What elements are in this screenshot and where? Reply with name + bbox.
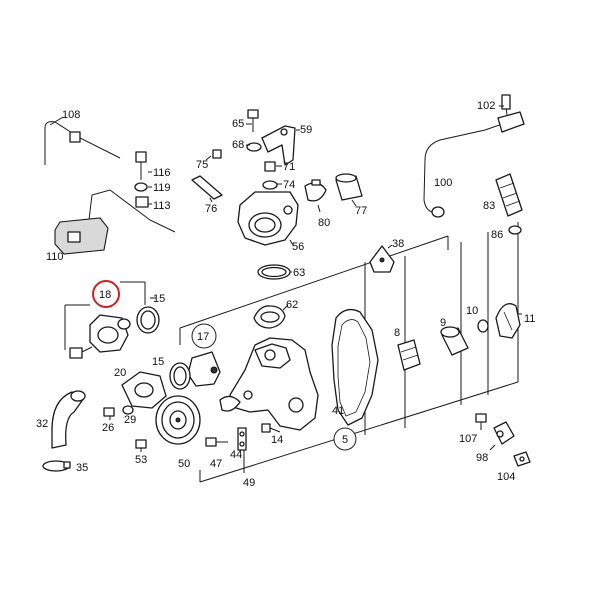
part-108-pipe [44,116,121,165]
label-59[interactable]: 59 [300,124,312,136]
label-49[interactable]: 49 [243,477,255,489]
label-113[interactable]: 113 [153,200,171,212]
part-14-stud [261,423,281,433]
part-56-thermostat-housing [237,191,299,246]
label-35[interactable]: 35 [76,462,88,474]
label-11[interactable]: 11 [524,313,535,325]
part-71-74-fasteners [262,161,282,190]
label-110[interactable]: 110 [46,251,64,263]
callout-17-ring[interactable] [191,323,217,349]
label-83[interactable]: 83 [483,200,495,212]
label-5[interactable]: 5 [342,434,348,446]
part-76-long-bolt [191,175,223,203]
label-17[interactable]: 17 [197,331,209,343]
label-80[interactable]: 80 [318,217,330,229]
part-116-bolt [134,151,152,208]
part-100-102-pipe [423,94,525,218]
label-76[interactable]: 76 [205,203,217,215]
label-56[interactable]: 56 [292,241,304,253]
callout-5-ring[interactable] [333,427,357,451]
label-53[interactable]: 53 [135,454,147,466]
part-44-bracket [237,427,247,451]
part-26-bolt [103,407,115,420]
part-41-gasket [331,308,379,426]
label-107[interactable]: 107 [459,433,477,445]
label-86[interactable]: 86 [491,229,503,241]
part-98-sensor [489,421,515,451]
label-41[interactable]: 41 [332,405,344,417]
part-77-sleeve [335,173,363,207]
label-15-upper[interactable]: 15 [153,293,165,305]
label-14[interactable]: 14 [271,434,283,446]
label-68[interactable]: 68 [232,139,244,151]
label-71[interactable]: 71 [283,161,295,173]
label-65[interactable]: 65 [232,118,244,130]
part-18-thermostat [69,314,131,359]
label-77[interactable]: 77 [355,205,367,217]
label-44[interactable]: 44 [230,449,242,461]
part-83-hose [495,173,523,217]
callout-18-highlight-ring[interactable] [92,280,120,308]
label-9[interactable]: 9 [440,317,446,329]
label-50[interactable]: 50 [178,458,190,470]
label-15-lower[interactable]: 15 [152,356,164,368]
part-11-impeller-cover [495,303,522,339]
part-20-housing [121,371,167,409]
label-38[interactable]: 38 [392,238,404,250]
label-63[interactable]: 63 [293,267,305,279]
water-pump-body [219,337,319,431]
label-10[interactable]: 10 [466,305,478,317]
part-86-o-ring [508,225,522,235]
label-119[interactable]: 119 [153,182,171,194]
part-110-sensor-pipe [54,189,176,255]
part-18-bracket-lines [64,281,156,350]
label-26[interactable]: 26 [102,422,114,434]
part-65-68-bolts [205,109,262,161]
part-35-clamp [42,460,71,472]
part-17-thermostat-insert [187,351,221,387]
label-18[interactable]: 18 [99,289,111,301]
part-32-elbow-hose [51,390,86,449]
label-8[interactable]: 8 [394,327,400,339]
part-10-o-ring [477,319,489,333]
part-50-pulley [155,395,201,445]
label-74[interactable]: 74 [283,179,295,191]
label-32[interactable]: 32 [36,418,48,430]
part-15-gasket-upper [136,306,160,334]
part-53-bolt [135,439,147,452]
part-59-bracket [261,125,300,166]
label-104[interactable]: 104 [497,471,515,483]
label-29[interactable]: 29 [124,414,136,426]
part-104-gasket [513,451,531,467]
part-38-cover [369,244,395,273]
label-116[interactable]: 116 [153,167,171,179]
part-63-o-ring [257,264,292,280]
part-15-gasket-lower [169,362,191,390]
part-9-pipe [440,326,469,356]
part-29-washer [122,405,134,415]
label-47[interactable]: 47 [210,458,222,470]
label-108[interactable]: 108 [62,109,80,121]
label-62[interactable]: 62 [286,299,298,311]
label-98[interactable]: 98 [476,452,488,464]
label-20[interactable]: 20 [114,367,126,379]
part-8-hose [397,339,421,371]
label-75[interactable]: 75 [196,159,208,171]
label-102[interactable]: 102 [477,100,495,112]
part-47-bolt [205,437,228,447]
label-100[interactable]: 100 [434,177,452,189]
part-62-gasket [253,304,289,329]
part-80-clamp [304,179,327,213]
part-107-bolt [475,413,487,430]
